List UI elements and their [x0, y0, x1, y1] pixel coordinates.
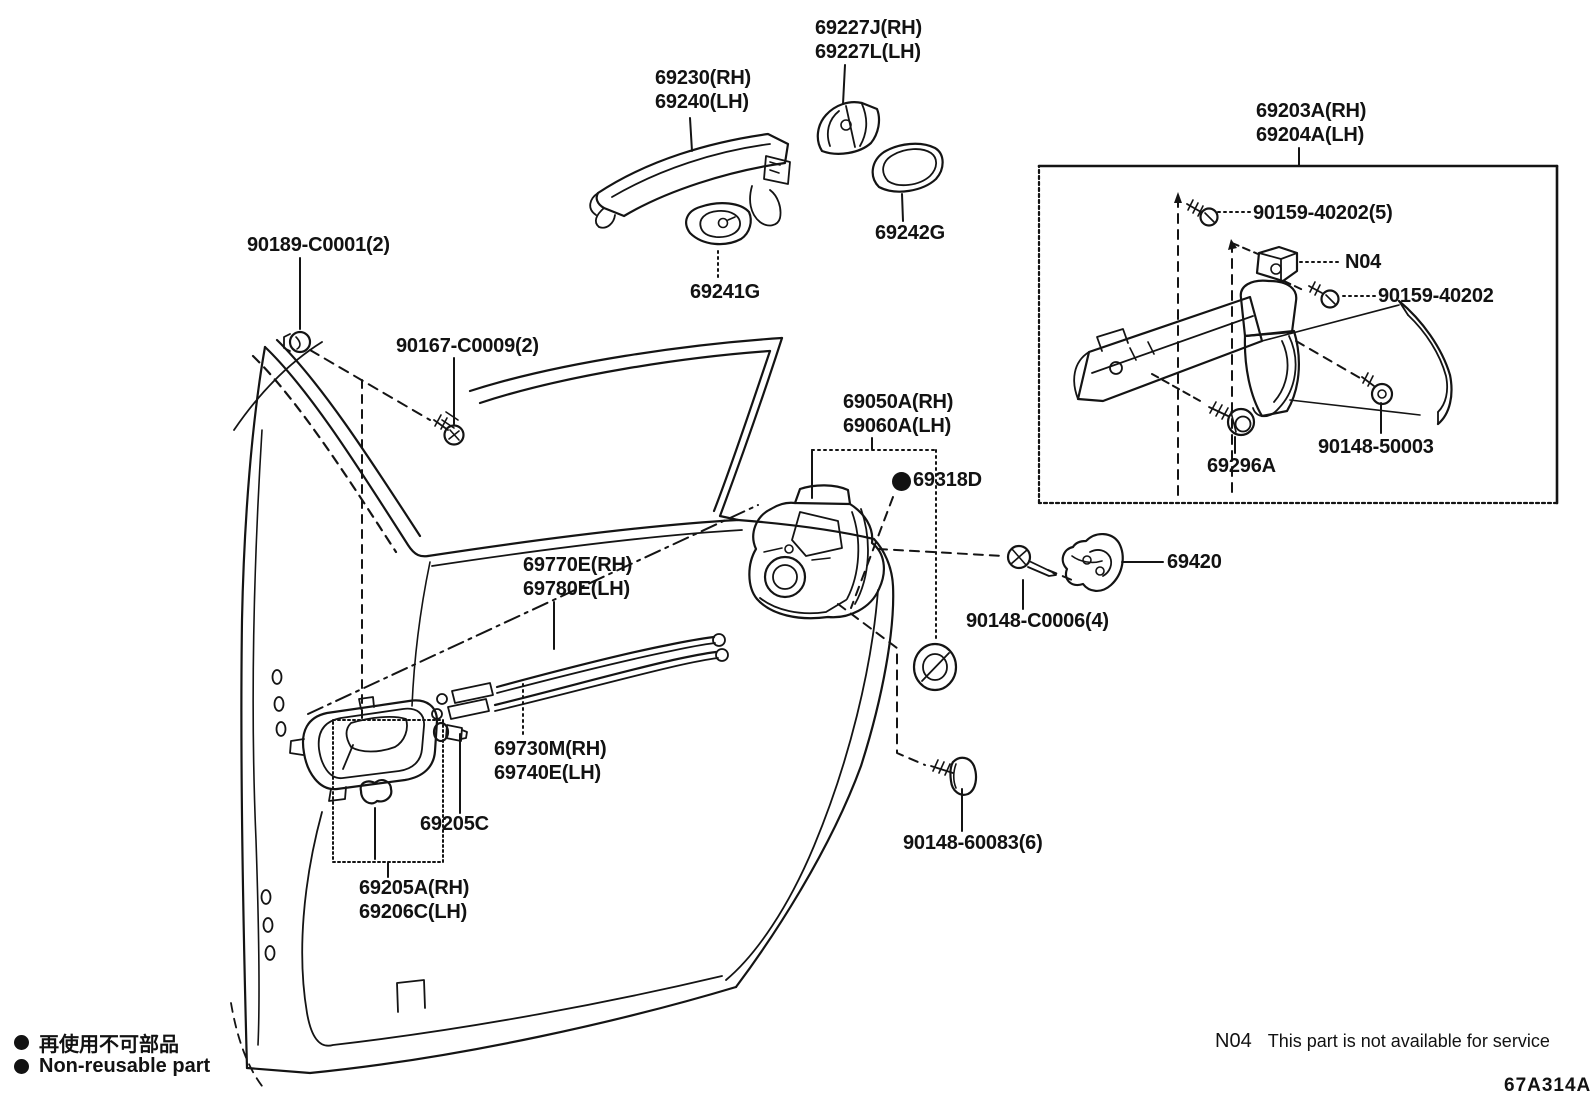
part-label-69241g[interactable]: 69241G	[690, 281, 760, 303]
lock-grommet-ring	[912, 642, 958, 692]
service-note-text: This part is not available for service	[1267, 1031, 1550, 1051]
clip-90189-c0001	[283, 330, 312, 354]
leader-lines	[299, 64, 1382, 878]
part-label-69060a-lh[interactable]: 69060A(LH)	[843, 415, 952, 437]
part-label-69205a-rh[interactable]: 69205A(RH)	[359, 877, 470, 899]
part-label-69203a-rh[interactable]: 69203A(RH)	[1256, 100, 1367, 122]
pin-69205c	[432, 721, 468, 743]
lock-cables	[431, 633, 729, 720]
part-label-69770e-rh[interactable]: 69770E(RH)	[523, 554, 633, 576]
screw-90167-c0009	[433, 414, 465, 446]
handle-cover-69241g	[685, 202, 752, 246]
legend-row-ja: 再使用不可部品	[14, 1028, 179, 1057]
service-note-code: N04	[1215, 1030, 1252, 1052]
part-label-69318d[interactable]: 69318D	[913, 469, 982, 491]
frame-assembly-box	[1037, 164, 1559, 505]
part-label-69205c[interactable]: 69205C	[420, 813, 489, 835]
screw-90159-40202-x5	[1186, 199, 1219, 227]
non-reusable-dot-icon	[14, 1035, 29, 1050]
frame-bar-69203a	[1073, 295, 1421, 416]
handle-clip	[359, 779, 393, 805]
screw-90148-60083	[930, 756, 978, 796]
part-label-90189-c0001-2[interactable]: 90189-C0001(2)	[247, 234, 390, 256]
part-label-69730m-rh[interactable]: 69730M(RH)	[494, 738, 607, 760]
handle-cover-69227	[816, 101, 881, 155]
part-label-69420[interactable]: 69420	[1167, 551, 1222, 573]
handle-gasket-69242g	[871, 142, 944, 193]
guide-rail	[1397, 299, 1453, 426]
screw-90148-50003	[1361, 372, 1394, 406]
part-label-69780e-lh[interactable]: 69780E(LH)	[523, 578, 630, 600]
part-label-69227l-lh[interactable]: 69227L(LH)	[815, 41, 921, 63]
door-panel	[230, 336, 895, 1087]
non-reusable-dot-icon	[14, 1059, 29, 1074]
part-label-69227j-rh[interactable]: 69227J(RH)	[815, 17, 922, 39]
part-label-69230-rh[interactable]: 69230(RH)	[655, 67, 752, 89]
part-label-69050a-rh[interactable]: 69050A(RH)	[843, 391, 954, 413]
screw-90148-c0006	[1006, 544, 1057, 577]
part-label-69242g[interactable]: 69242G	[875, 222, 945, 244]
legend-row-en: Non-reusable part	[14, 1055, 210, 1078]
door-check-69420	[1061, 533, 1124, 592]
part-label-69206c-lh[interactable]: 69206C(LH)	[359, 901, 468, 923]
part-label-69240-lh[interactable]: 69240(LH)	[655, 91, 749, 113]
part-label-90148-c0006-4[interactable]: 90148-C0006(4)	[966, 610, 1109, 632]
part-label-69296a[interactable]: 69296A	[1207, 455, 1276, 477]
legend-text-en: Non-reusable part	[39, 1055, 211, 1077]
drawing-code: 67A314A	[1504, 1075, 1592, 1096]
door-lock-69050a	[748, 484, 886, 620]
legend-text-ja: 再使用不可部品	[39, 1034, 179, 1056]
service-note: N04 This part is not available for servic…	[1215, 1030, 1550, 1053]
part-label-90148-50003[interactable]: 90148-50003	[1318, 436, 1434, 458]
part-label-90167-c0009-2[interactable]: 90167-C0009(2)	[396, 335, 539, 357]
lock-mechanism-box	[1239, 279, 1300, 418]
part-label-90148-60083-6[interactable]: 90148-60083(6)	[903, 832, 1043, 854]
non-reusable-dot-69318d	[892, 472, 911, 491]
part-label-69740e-lh[interactable]: 69740E(LH)	[494, 762, 601, 784]
part-label-90159-40202[interactable]: 90159-40202	[1378, 285, 1494, 307]
screw-90159-40202	[1308, 281, 1340, 309]
inside-handle-69205a	[289, 696, 439, 802]
exterior-handle-69230	[589, 132, 791, 229]
part-label-90159-40202-5[interactable]: 90159-40202(5)	[1253, 202, 1393, 224]
n04-block	[1255, 245, 1299, 283]
part-label-69204a-lh[interactable]: 69204A(LH)	[1256, 124, 1365, 146]
screw-69296a	[1208, 401, 1256, 437]
part-label-n04[interactable]: N04	[1345, 251, 1382, 273]
